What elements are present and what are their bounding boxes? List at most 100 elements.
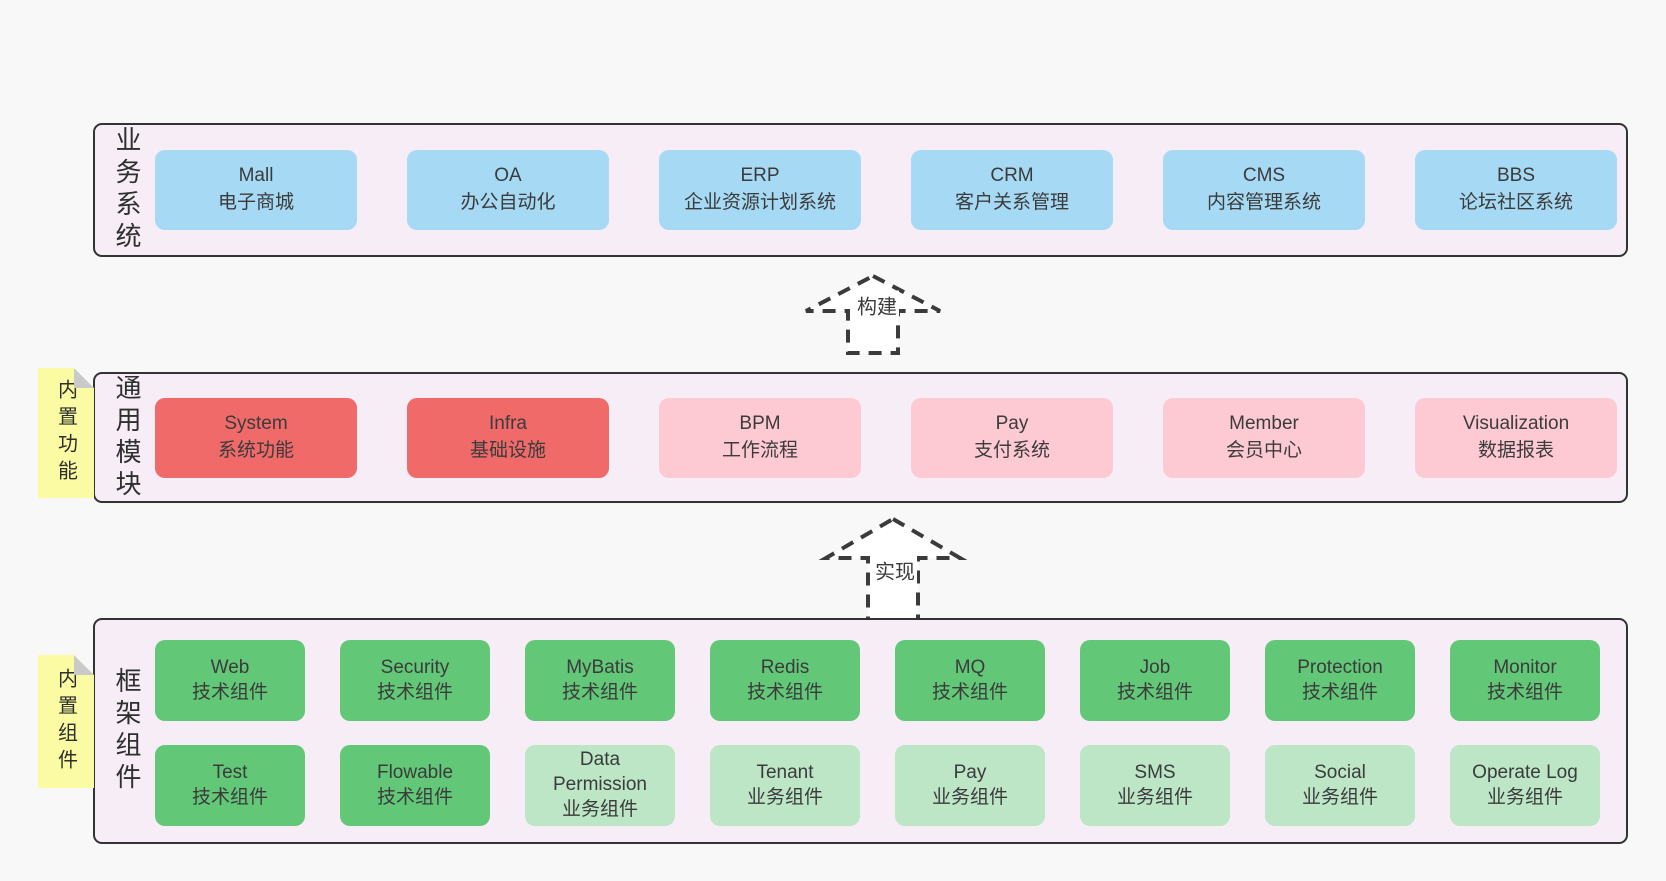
box-protection: Protection 技术组件 [1265, 640, 1415, 721]
box-title: Pay [953, 761, 987, 783]
box-title: OA [494, 165, 522, 187]
box-test: Test 技术组件 [155, 745, 305, 826]
box-subtitle: 论坛社区系统 [1458, 192, 1573, 213]
box-infra: Infra 基础设施 [407, 397, 609, 478]
box-title: Visualization [1462, 412, 1570, 434]
component-grid: Web 技术组件 Security 技术组件 MyBatis 技术组件 Redi… [155, 640, 1600, 826]
box-mybatis: MyBatis 技术组件 [525, 640, 675, 721]
box-subtitle: 技术组件 [191, 786, 268, 808]
box-title: BBS [1496, 165, 1536, 187]
box-visualization: Visualization 数据报表 [1415, 397, 1617, 478]
box-title: SMS [1134, 761, 1176, 783]
box-data-permission: Data Permission 业务组件 [525, 745, 675, 826]
box-subtitle: 电子商城 [217, 192, 294, 213]
box-operate-log: Operate Log 业务组件 [1450, 745, 1600, 826]
box-title: Data Permission [553, 749, 647, 796]
box-subtitle: 内容管理系统 [1206, 192, 1321, 213]
box-mq: MQ 技术组件 [895, 640, 1045, 721]
box-mall: Mall 电子商城 [155, 150, 357, 230]
box-title: CMS [1242, 165, 1286, 187]
box-subtitle: 企业资源计划系统 [683, 192, 836, 213]
box-title: CRM [990, 165, 1034, 187]
component-row-1: Web 技术组件 Security 技术组件 MyBatis 技术组件 Redi… [155, 640, 1600, 721]
box-erp: ERP 企业资源计划系统 [659, 150, 861, 230]
implement-arrow: 实现 [818, 514, 968, 634]
box-subtitle: 业务组件 [1116, 786, 1193, 808]
box-title: Mall [238, 165, 274, 187]
component-row-2: Test 技术组件 Flowable 技术组件 Data Permission … [155, 745, 1600, 826]
layer-business-systems: 业务系统 Mall 电子商城 OA 办公自动化 ERP 企业资源计划系统 CRM… [93, 123, 1628, 257]
box-title: Web [210, 656, 250, 678]
box-subtitle: 数据报表 [1477, 439, 1554, 461]
sticky-note-builtin-features: 内置功能 [38, 368, 94, 498]
box-subtitle: 支付系统 [973, 439, 1050, 461]
box-sms: SMS 业务组件 [1080, 745, 1230, 826]
layer-label-framework-components: 框架组件 [112, 667, 142, 795]
box-subtitle: 业务组件 [1486, 786, 1563, 808]
box-crm: CRM 客户关系管理 [911, 150, 1113, 230]
note-text: 内置功能 [54, 379, 77, 487]
box-title: Monitor [1493, 656, 1557, 678]
box-title: MQ [954, 656, 986, 678]
box-title: Social [1314, 761, 1366, 783]
build-arrow: 构建 [800, 272, 946, 356]
box-oa: OA 办公自动化 [407, 150, 609, 230]
module-box-row: System 系统功能 Infra 基础设施 BPM 工作流程 Pay 支付系统… [155, 374, 1617, 501]
note-text: 内置组件 [54, 667, 77, 776]
layer-label-business-systems: 业务系统 [112, 126, 142, 254]
box-title: ERP [740, 165, 780, 187]
box-title: MyBatis [566, 656, 634, 678]
box-title: Test [212, 761, 248, 783]
box-subtitle: 技术组件 [1486, 681, 1563, 703]
box-title: Protection [1297, 656, 1383, 678]
box-subtitle: 技术组件 [376, 786, 453, 808]
box-title: Pay [995, 412, 1029, 434]
box-pay-module: Pay 支付系统 [911, 397, 1113, 478]
box-subtitle: 基础设施 [469, 439, 546, 461]
layer-framework-components: 框架组件 Web 技术组件 Security 技术组件 MyBatis 技术组件… [93, 618, 1628, 844]
box-subtitle: 业务组件 [931, 786, 1008, 808]
box-member: Member 会员中心 [1163, 397, 1365, 478]
box-job: Job 技术组件 [1080, 640, 1230, 721]
box-system: System 系统功能 [155, 397, 357, 478]
box-title: System [224, 412, 288, 434]
box-pay-component: Pay 业务组件 [895, 745, 1045, 826]
box-title: Infra [488, 412, 528, 434]
box-subtitle: 技术组件 [376, 681, 453, 703]
box-web: Web 技术组件 [155, 640, 305, 721]
box-subtitle: 技术组件 [1116, 681, 1193, 703]
box-security: Security 技术组件 [340, 640, 490, 721]
box-flowable: Flowable 技术组件 [340, 745, 490, 826]
box-subtitle: 业务组件 [746, 786, 823, 808]
box-subtitle: 业务组件 [1301, 786, 1378, 808]
layer-common-modules: 通用模块 System 系统功能 Infra 基础设施 BPM 工作流程 Pay… [93, 372, 1628, 503]
box-subtitle: 技术组件 [191, 681, 268, 703]
build-arrow-label: 构建 [855, 290, 899, 320]
note-fold-corner-icon [74, 655, 94, 675]
box-subtitle: 客户关系管理 [954, 192, 1069, 213]
box-title: Tenant [756, 761, 814, 783]
box-subtitle: 办公自动化 [460, 192, 556, 213]
box-redis: Redis 技术组件 [710, 640, 860, 721]
box-social: Social 业务组件 [1265, 745, 1415, 826]
box-title: BPM [739, 412, 781, 434]
box-title: Redis [760, 656, 810, 678]
implement-arrow-label: 实现 [873, 555, 917, 585]
box-title: Operate Log [1472, 761, 1578, 783]
note-fold-corner-icon [74, 368, 94, 388]
box-subtitle: 技术组件 [931, 681, 1008, 703]
box-subtitle: 工作流程 [721, 439, 798, 461]
box-subtitle: 技术组件 [1301, 681, 1378, 703]
box-monitor: Monitor 技术组件 [1450, 640, 1600, 721]
box-subtitle: 技术组件 [561, 681, 638, 703]
box-tenant: Tenant 业务组件 [710, 745, 860, 826]
box-title: Member [1229, 412, 1299, 434]
sticky-note-builtin-components: 内置组件 [38, 655, 94, 788]
box-subtitle: 业务组件 [561, 798, 638, 820]
layer-label-common-modules: 通用模块 [112, 373, 142, 502]
box-title: Job [1139, 656, 1171, 678]
box-subtitle: 系统功能 [217, 439, 294, 461]
box-title: Security [380, 656, 450, 678]
box-subtitle: 会员中心 [1225, 439, 1302, 461]
box-bbs: BBS 论坛社区系统 [1415, 150, 1617, 230]
